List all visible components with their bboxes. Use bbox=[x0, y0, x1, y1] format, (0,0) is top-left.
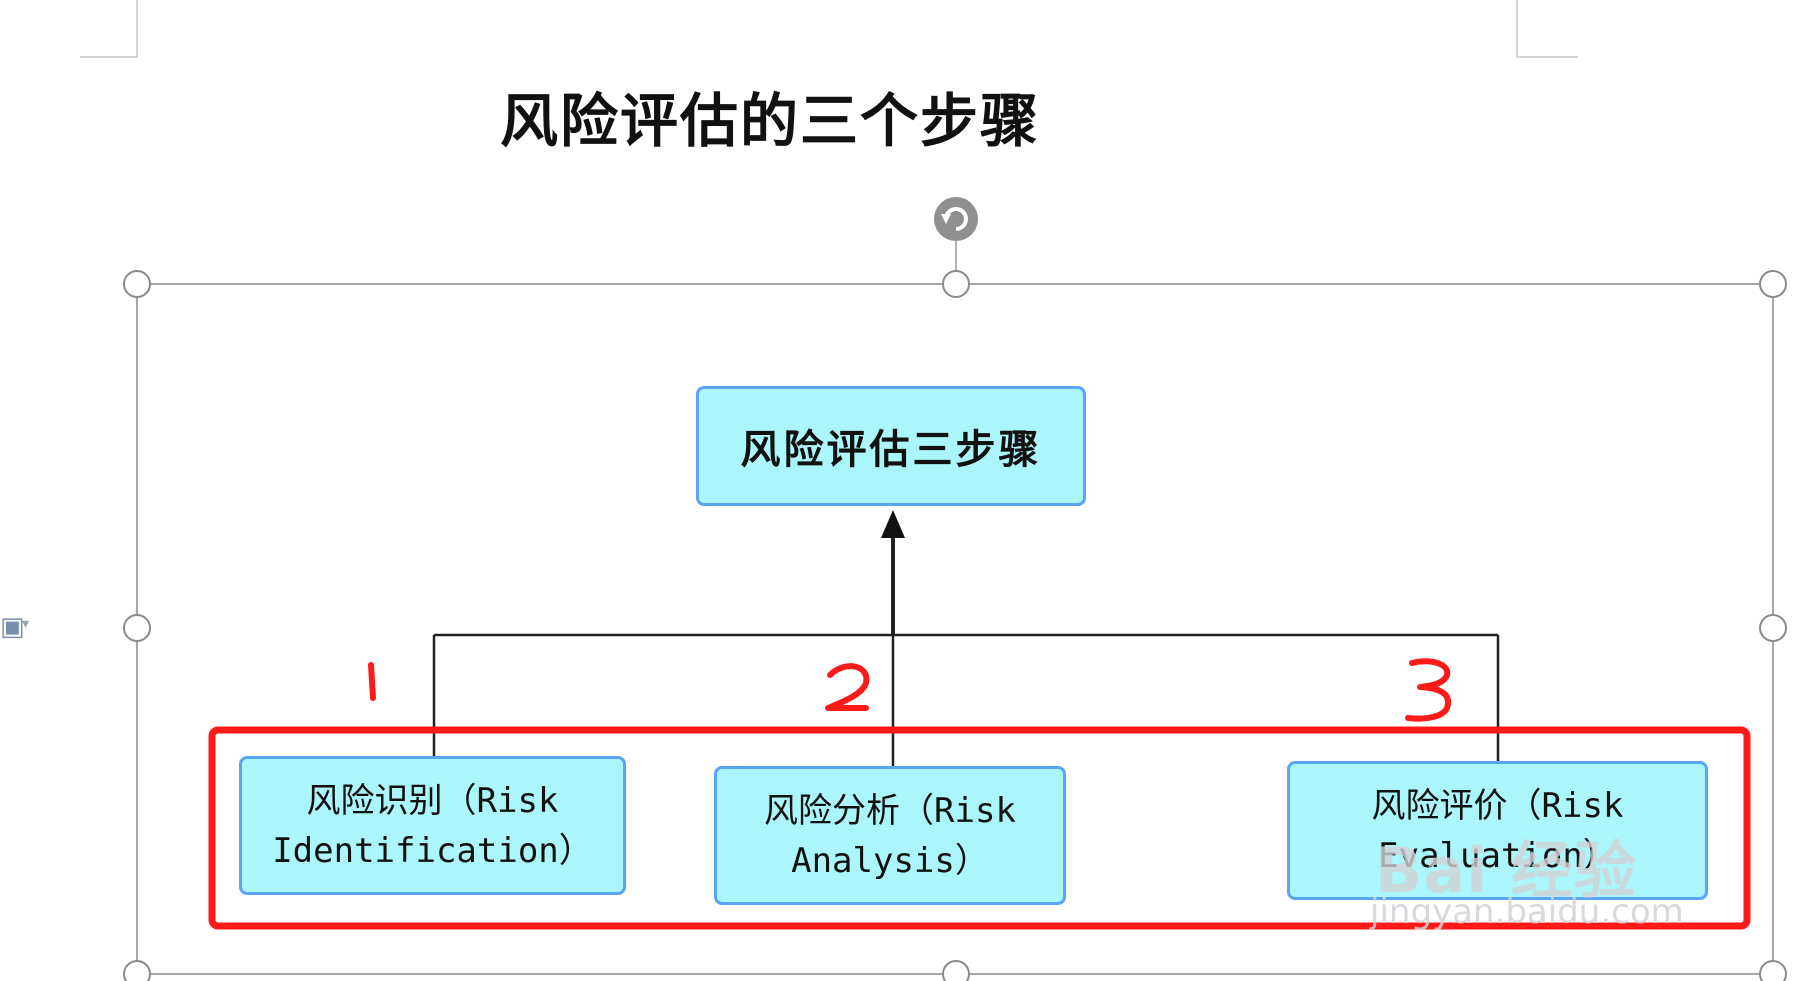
resize-handle-icon[interactable] bbox=[1759, 270, 1787, 298]
child-node-risk-identification[interactable]: 风险识别（Risk Identification） bbox=[239, 756, 626, 895]
annotation-1 bbox=[368, 662, 376, 701]
resize-handles bbox=[123, 270, 1787, 981]
annotation-2 bbox=[825, 663, 870, 711]
arrowhead-icon bbox=[881, 510, 905, 538]
child-node-label-line1: 风险分析（Risk bbox=[764, 790, 1016, 831]
crop-mark-left bbox=[80, 0, 138, 58]
resize-handle-icon[interactable] bbox=[942, 270, 970, 298]
child-node-label-line2: Identification） bbox=[272, 830, 593, 871]
root-node-label: 风险评估三步骤 bbox=[740, 427, 1042, 473]
handwritten-annotations bbox=[368, 658, 1452, 722]
resize-handle-icon[interactable] bbox=[1759, 960, 1787, 981]
child-node-label-line1: 风险评价（Risk bbox=[1371, 785, 1624, 826]
highlight-box bbox=[208, 726, 1751, 930]
child-node-risk-analysis[interactable]: 风险分析（Risk Analysis） bbox=[714, 766, 1066, 905]
page-title: 风险评估的三个步骤 bbox=[500, 87, 1041, 155]
chevron-down-icon[interactable]: ▾ bbox=[22, 616, 30, 632]
child-node-label-line1: 风险识别（Risk bbox=[306, 780, 559, 821]
resize-handle-icon[interactable] bbox=[1759, 614, 1787, 642]
child-node-risk-evaluation[interactable]: 风险评价（Risk Evaluation） bbox=[1287, 761, 1708, 900]
crop-marks bbox=[80, 0, 1578, 58]
connector-lines bbox=[432, 536, 1500, 766]
resize-handle-icon[interactable] bbox=[942, 960, 970, 981]
resize-handle-icon[interactable] bbox=[123, 960, 151, 981]
resize-handle-icon[interactable] bbox=[123, 270, 151, 298]
crop-mark-right bbox=[1516, 0, 1578, 58]
child-node-label-line2: Analysis） bbox=[791, 840, 989, 881]
root-node[interactable]: 风险评估三步骤 bbox=[696, 386, 1086, 506]
annotation-3 bbox=[1405, 658, 1452, 722]
resize-handle-icon[interactable] bbox=[123, 614, 151, 642]
layout-options-icon[interactable]: ▣ bbox=[0, 612, 25, 642]
child-node-label-line2: Evaluation） bbox=[1378, 835, 1617, 876]
